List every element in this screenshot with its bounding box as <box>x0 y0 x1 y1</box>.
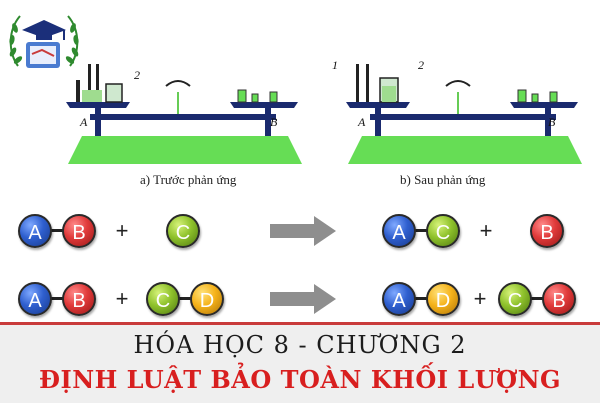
chapter-title: HÓA HỌC 8 - CHƯƠNG 2 <box>133 331 467 359</box>
label-b-after: B <box>548 115 556 129</box>
atom-b: B <box>530 214 564 248</box>
atom-c: C <box>426 214 460 248</box>
bond <box>50 229 70 232</box>
bond <box>50 297 70 300</box>
atom-a: A <box>382 214 416 248</box>
plus-sign: + <box>115 218 129 243</box>
plus-sign: + <box>473 286 487 311</box>
atom-d: D <box>190 282 224 316</box>
label-a-after: A <box>358 115 366 129</box>
bond <box>528 297 548 300</box>
before-caption: a) Trước phản ứng <box>140 172 237 187</box>
graduation-cap-laurel-logo <box>9 15 79 68</box>
balance-before-diagram <box>66 64 302 164</box>
bond <box>412 297 432 300</box>
atom-a: A <box>18 282 52 316</box>
atom-d: D <box>426 282 460 316</box>
label-a-before: A <box>80 115 88 129</box>
label-b-before: B <box>270 115 278 129</box>
right-arrow-icon <box>270 216 336 246</box>
atom-a: A <box>382 282 416 316</box>
atom-c: C <box>166 214 200 248</box>
balance-after-diagram <box>346 64 582 164</box>
atom-b: B <box>542 282 576 316</box>
equation-row-2: A B + C D A D + C B <box>0 278 600 324</box>
atom-a: A <box>18 214 52 248</box>
equation-row-1: A B + C A C + B <box>0 210 600 256</box>
plus-sign: + <box>115 286 129 311</box>
label-2-before: 2 <box>134 68 140 82</box>
after-caption: b) Sau phản ứng <box>400 172 486 187</box>
label-1-after: 1 <box>332 58 338 72</box>
plus-sign: + <box>479 218 493 243</box>
atom-b: B <box>62 214 96 248</box>
atom-c: C <box>146 282 180 316</box>
lesson-title: ĐỊNH LUẬT BẢO TOÀN KHỐI LƯỢNG <box>38 365 561 394</box>
atom-b: B <box>62 282 96 316</box>
right-arrow-icon <box>270 284 336 314</box>
label-2-after: 2 <box>418 58 424 72</box>
title-banner: HÓA HỌC 8 - CHƯƠNG 2 ĐỊNH LUẬT BẢO TOÀN … <box>0 322 600 403</box>
bond <box>412 229 432 232</box>
atom-c: C <box>498 282 532 316</box>
bond <box>178 297 198 300</box>
